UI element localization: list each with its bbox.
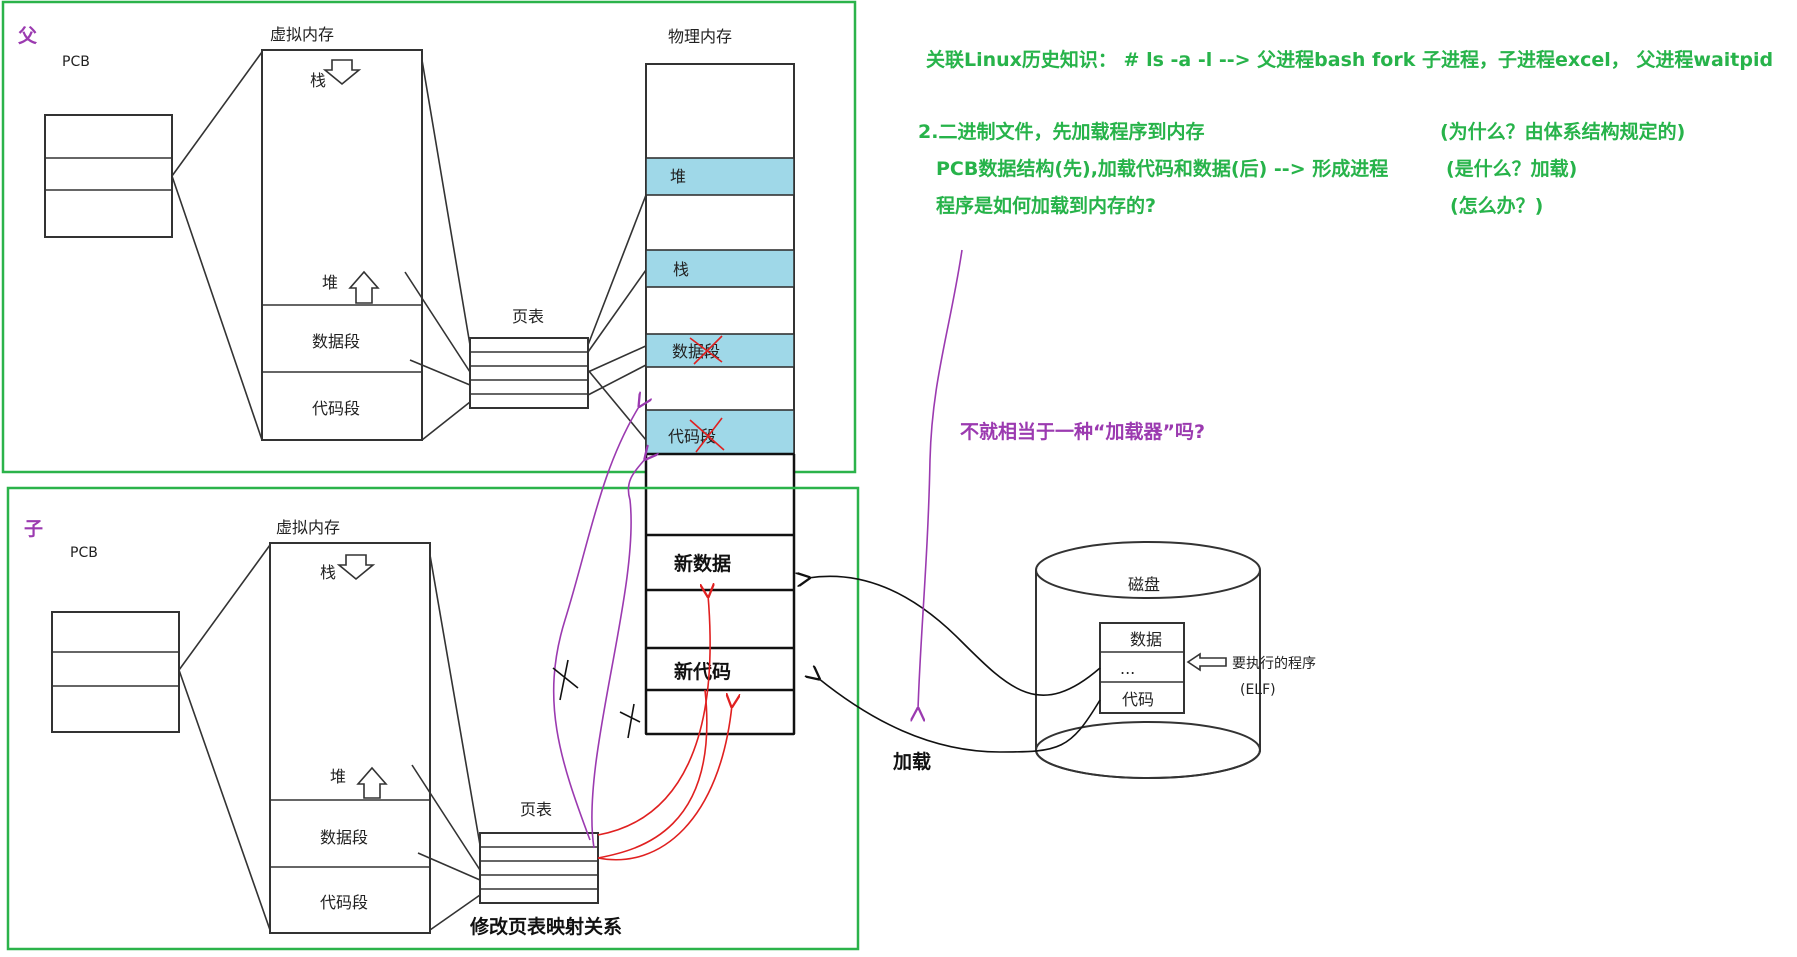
parent-process-frame: 父 PCB 虚拟内存 栈 堆 数据段 代码段 <box>1 0 857 474</box>
parent-virtual-memory <box>261 49 423 441</box>
child-heap-grow-up-icon <box>356 766 388 799</box>
child-page-table-title: 页表 <box>520 800 552 819</box>
phys-heap-block <box>645 157 795 196</box>
parent-vm-title: 虚拟内存 <box>270 25 334 44</box>
parent-pcb-box <box>44 114 173 238</box>
data-crossed-out-mark <box>689 335 723 365</box>
load-label: 加载 <box>892 750 931 773</box>
parent-pt-phys-connectors <box>587 194 649 441</box>
pointer-arrow-icon <box>1186 652 1227 672</box>
disk-code-label: 代码 <box>1122 690 1154 709</box>
parent-vm-data-seg: 数据段 <box>312 332 360 351</box>
parent-vm-pt-connectors <box>404 59 471 441</box>
child-vm-data-seg: 数据段 <box>320 828 368 847</box>
child-vm-pt-connectors <box>411 554 481 931</box>
note-line-4-right: (怎么办？) <box>1450 194 1543 217</box>
note-line-4-left: 程序是如何加载到内存的? <box>936 194 1156 217</box>
parent-pcb-vm-connectors <box>171 51 263 441</box>
disk-data-label: 数据 <box>1130 630 1162 649</box>
code-crossed-out-mark <box>689 417 725 453</box>
phys-new-code-label: 新代码 <box>674 660 731 683</box>
new-mapping-arrows <box>597 595 732 861</box>
child-vm-code-seg: 代码段 <box>320 893 368 912</box>
child-stack-grow-down-icon <box>336 554 376 581</box>
phys-stack-block <box>645 249 795 288</box>
child-pcb-box <box>51 611 180 733</box>
phys-heap-label: 堆 <box>670 167 686 186</box>
physical-memory-title: 物理内存 <box>668 27 732 46</box>
note-line-2-left: 2.二进制文件，先加载程序到内存 <box>918 120 1204 143</box>
child-pcb-vm-connectors <box>178 544 271 931</box>
disk-program-label: 要执行的程序 <box>1232 656 1316 672</box>
child-tag: 子 <box>24 518 43 540</box>
cross-mark-2 <box>619 703 641 739</box>
parent-vm-stack: 栈 <box>310 71 326 90</box>
phys-data-label: 数据段 <box>672 342 720 361</box>
child-process-frame: 子 PCB 虚拟内存 栈 堆 数据段 代码段 页表 <box>6 486 860 951</box>
notes: 关联Linux历史知识： # ls -a -l --> 父进程bash fork… <box>918 48 1773 443</box>
disk-program-file <box>1099 622 1185 714</box>
child-vm-stack: 栈 <box>320 563 336 582</box>
child-vm-heap: 堆 <box>330 767 346 786</box>
physical-memory <box>644 63 796 736</box>
parent-page-table <box>469 337 589 409</box>
parent-vm-code-seg: 代码段 <box>312 399 360 418</box>
child-vm-title: 虚拟内存 <box>276 518 340 537</box>
stack-grow-down-icon <box>322 59 362 86</box>
loader-arrow <box>918 249 963 710</box>
old-mapping-arrows <box>552 405 646 849</box>
parent-frame-border <box>1 0 857 474</box>
disk-dots-label: ... <box>1120 659 1135 678</box>
disk-title: 磁盘 <box>1128 575 1160 594</box>
child-pcb-label: PCB <box>70 545 98 561</box>
parent-page-table-title: 页表 <box>512 307 544 326</box>
note-line-3-right: (是什么？加载) <box>1446 157 1577 180</box>
note-line-2-right: (为什么？由体系结构规定的) <box>1440 120 1685 143</box>
note-line-3-left: PCB数据结构(先),加载代码和数据(后) --> 形成进程 <box>936 157 1388 180</box>
loader-question: 不就相当于一种“加载器”吗? <box>960 420 1205 443</box>
child-caption: 修改页表映射关系 <box>469 915 622 938</box>
phys-stack-label: 栈 <box>673 260 689 279</box>
child-page-table <box>479 832 599 904</box>
disk-elf-label: (ELF) <box>1240 682 1276 698</box>
parent-vm-heap: 堆 <box>322 273 338 292</box>
heap-grow-up-icon <box>348 270 380 304</box>
phys-new-data-label: 新数据 <box>674 552 731 575</box>
load-arrows <box>808 576 1101 753</box>
child-frame-border <box>6 486 860 951</box>
parent-pcb-label: PCB <box>62 54 90 70</box>
note-line-1: 关联Linux历史知识： # ls -a -l --> 父进程bash fork… <box>926 48 1773 71</box>
parent-tag: 父 <box>17 25 38 47</box>
child-virtual-memory <box>269 542 431 934</box>
cross-mark-1 <box>552 659 579 701</box>
